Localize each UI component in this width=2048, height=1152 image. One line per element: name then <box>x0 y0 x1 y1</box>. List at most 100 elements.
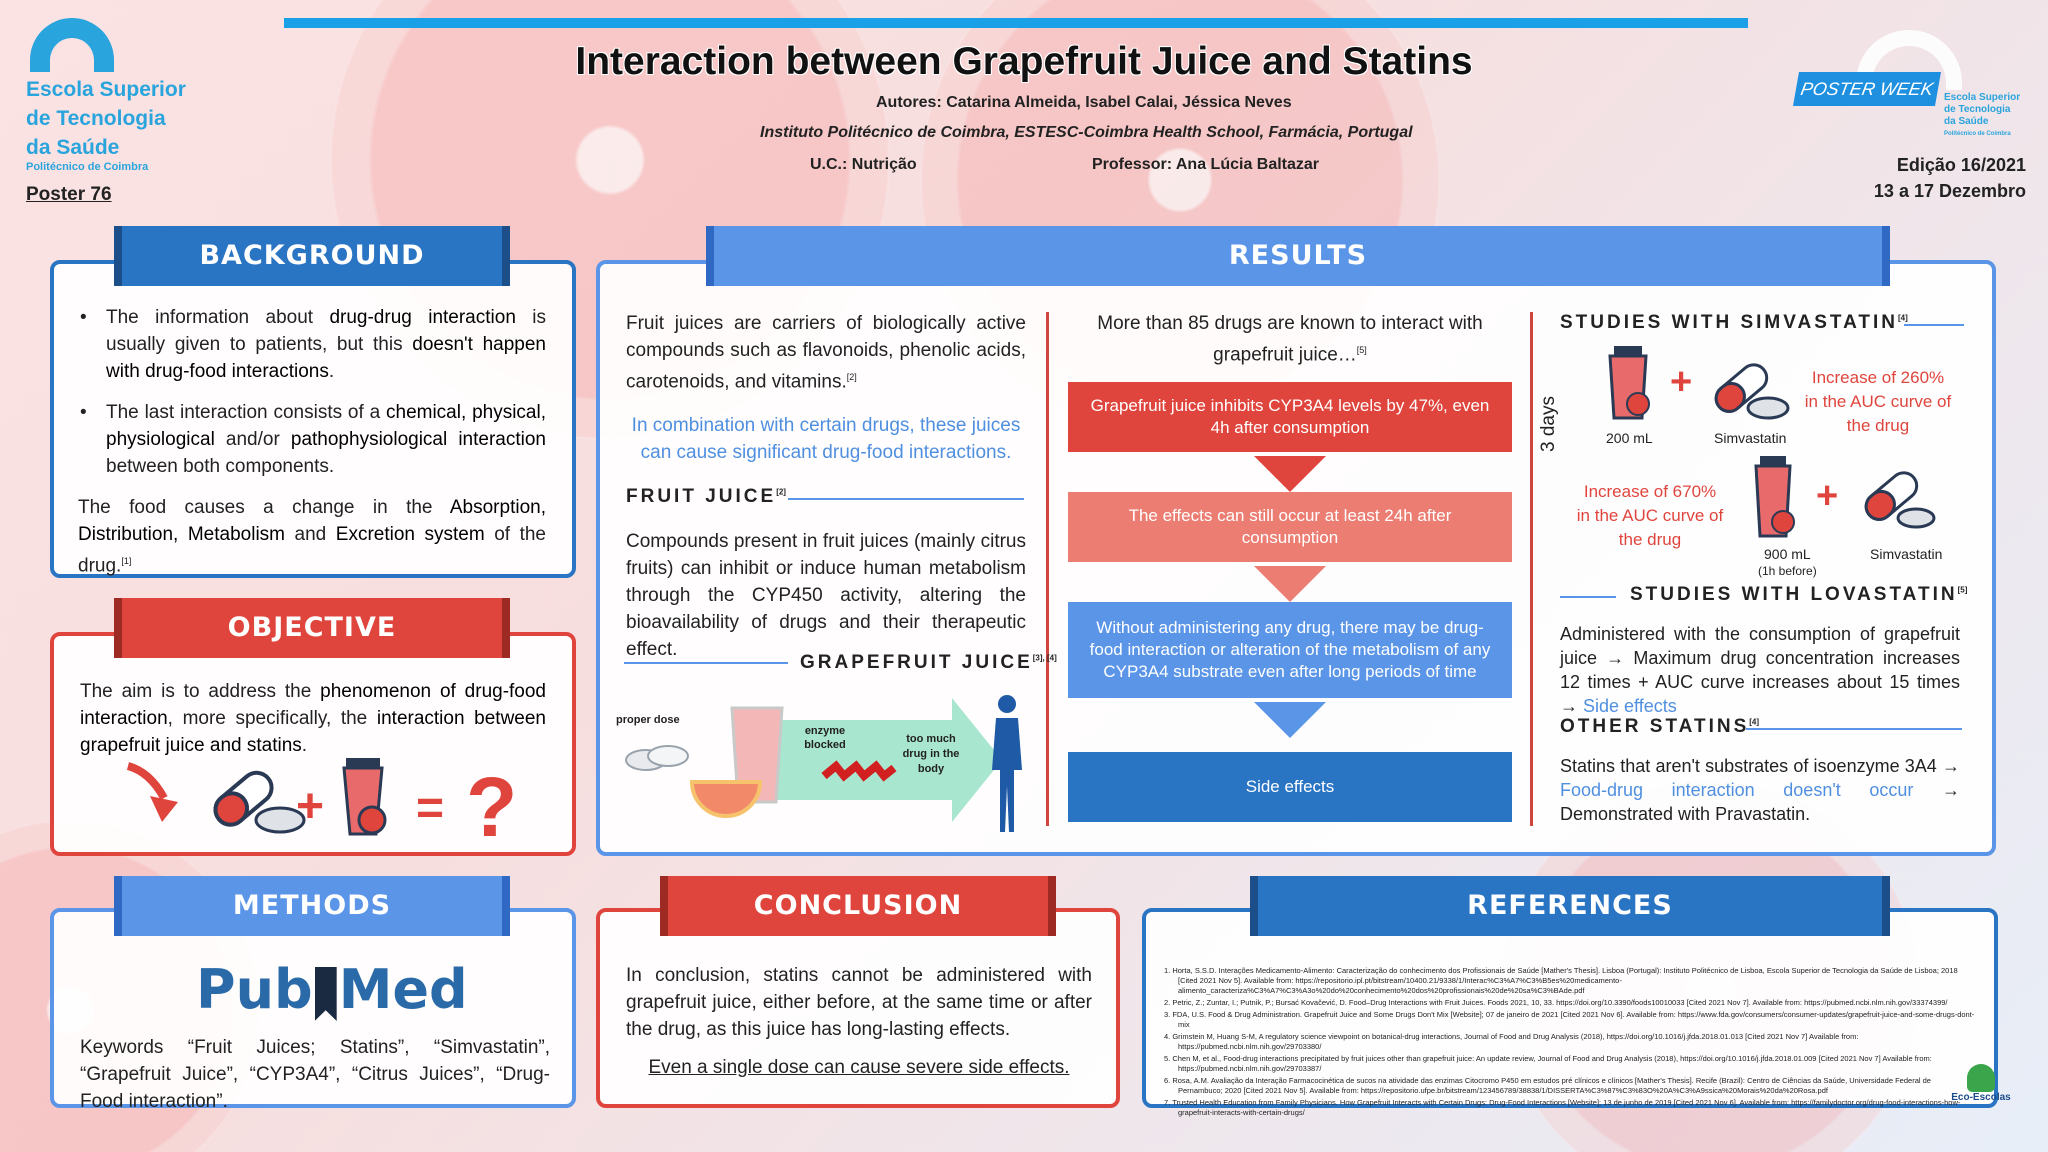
grapefruit-icon <box>689 780 763 818</box>
simvastatin-study-illustration: + <box>1608 346 1795 538</box>
pill-icon <box>1714 363 1769 413</box>
label-too-much-drug: too much drug in the body <box>902 733 960 775</box>
tablet-icon <box>1746 396 1790 420</box>
dose-900ml: 900 mL <box>1764 546 1811 562</box>
poster-number: Poster 76 <box>26 184 112 205</box>
reference-item: 5. Chen M, et al., Food-drug interaction… <box>1164 1054 1932 1073</box>
flow-arrow <box>1254 456 1326 492</box>
professor: Professor: Ana Lúcia Baltazar <box>1092 156 1320 173</box>
flow-step-4: Side effects <box>1068 752 1512 822</box>
column-divider <box>1530 312 1533 826</box>
reference-item: 6. Rosa, A.M. Avaliação da Interação Far… <box>1164 1076 1931 1095</box>
label-enzyme-blocked: enzyme blocked <box>804 725 846 751</box>
conclusion-text: In conclusion, statins cannot be adminis… <box>626 965 1092 1040</box>
background-paragraph: The food causes a change in the Absorpti… <box>78 497 546 577</box>
background-bullet: The last interaction consists of a chemi… <box>78 399 546 480</box>
authors: Autores: Catarina Almeida, Isabel Calai,… <box>876 94 1292 111</box>
plus-sign: + <box>1816 475 1838 517</box>
background-text: The information about drug-drug interact… <box>78 304 546 579</box>
flow-arrow <box>1254 702 1326 738</box>
references-panel <box>1142 908 1998 1108</box>
tablet-icon <box>254 806 306 834</box>
edition-dates: 13 a 17 Dezembro <box>1873 181 2026 201</box>
simvastatin-study-illustration-2: + <box>1816 471 1936 529</box>
reference-item: 1. Horta, S.S.D. Interações Medicamento-… <box>1164 966 1958 995</box>
fruit-juice-heading: FRUIT JUICE[2] <box>626 486 786 507</box>
juice-cup-icon <box>1754 456 1795 538</box>
section-line <box>1560 596 1616 598</box>
label-proper-dose: proper dose <box>616 714 680 726</box>
results-blue-note: In combination with certain drugs, these… <box>631 415 1021 463</box>
references-title: REFERENCES <box>1250 876 1890 936</box>
tree-icon <box>1967 1064 1995 1092</box>
pill-icon <box>1864 471 1919 521</box>
section-line <box>788 498 1024 500</box>
column-divider <box>1046 312 1049 826</box>
reference-item: 2. Petric, Z.; Zuntar, I.; Putnik, P.; B… <box>1164 998 1948 1007</box>
tablet-icon <box>1896 507 1936 529</box>
objective-panel <box>50 632 576 856</box>
dose-200ml: 200 mL <box>1606 430 1653 446</box>
dose-timing: (1h before) <box>1758 564 1817 578</box>
body-icon <box>998 695 1016 713</box>
increase-670: Increase of 670% in the AUC curve of the… <box>1576 482 1724 549</box>
lovastatin-text: Administered with the consumption of gra… <box>1560 624 1960 716</box>
institute: Instituto Politécnico de Coimbra, ESTESC… <box>760 124 1413 141</box>
simvastatin-label: Simvastatin <box>1714 430 1787 446</box>
methods-title: METHODS <box>114 876 510 936</box>
logo-line: de Tecnologia <box>26 107 166 130</box>
juice-cup-icon <box>1608 346 1650 420</box>
reference-item: 3. FDA, U.S. Food & Drug Administration.… <box>1164 1010 1975 1029</box>
results-title: RESULTS <box>706 226 1890 286</box>
glass-icon <box>730 706 784 804</box>
bookmark-icon <box>314 967 337 1021</box>
course-unit: U.C.: Nutrição <box>810 156 917 173</box>
other-statins-heading: OTHER STATINS[4] <box>1560 716 1760 737</box>
top-accent-bar <box>284 18 1748 28</box>
arch-icon <box>30 18 114 72</box>
simvastatin-heading: STUDIES WITH SIMVASTATIN[4] <box>1560 312 1908 333</box>
eco-escolas-logo: Eco-Escolas <box>1946 1064 2016 1103</box>
edition-info: Edição 16/2021 13 a 17 Dezembro <box>1874 152 2026 204</box>
background-bullet: The information about drug-drug interact… <box>78 304 546 385</box>
lovastatin-heading: STUDIES WITH LOVASTATIN[5] <box>1630 584 1968 605</box>
grapefruit-juice-heading: GRAPEFRUIT JUICE[3], [4] <box>800 652 1057 673</box>
juice-cup-icon <box>342 758 387 836</box>
objective-illustration: + = ? <box>126 758 517 842</box>
blocked-enzyme-icon <box>821 760 897 782</box>
poster-week-band: POSTER WEEK <box>1793 72 1941 106</box>
equals-sign: = <box>416 782 444 835</box>
three-days-label: 3 days <box>1538 396 1559 452</box>
references-list: 1. Horta, S.S.D. Interações Medicamento-… <box>1164 966 1976 1120</box>
plus-sign: + <box>1670 361 1692 403</box>
flow-arrow <box>1254 566 1326 602</box>
methods-keywords: Keywords “Fruit Juices; Statins”, “Simva… <box>80 1037 550 1112</box>
objective-title: OBJECTIVE <box>114 598 510 658</box>
flow-step-1: Grapefruit juice inhibits CYP3A4 levels … <box>1068 382 1512 452</box>
logo-subtitle: Politécnico de Coimbra <box>26 161 149 173</box>
flow-step-3: Without administering any drug, there ma… <box>1068 602 1512 698</box>
reference-item: 7. Trusted Health Education from Family … <box>1164 1098 1961 1117</box>
increase-260: Increase of 260% in the AUC curve of the… <box>1804 368 1952 435</box>
edition: Edição 16/2021 <box>1896 155 2026 175</box>
question-mark: ? <box>466 760 517 842</box>
pill-icon <box>213 770 274 827</box>
drugs-interact-intro: More than 85 drugs are known to interact… <box>1097 313 1483 366</box>
tablet-icon <box>647 745 689 767</box>
grapefruit-mechanism-illustration <box>625 695 1022 832</box>
results-intro: Fruit juices are carriers of biologicall… <box>626 313 1026 393</box>
poster-title: Interaction between Grapefruit Juice and… <box>575 40 1473 83</box>
flow-step-2: The effects can still occur at least 24h… <box>1068 492 1512 562</box>
fruit-juice-text: Compounds present in fruit juices (mainl… <box>626 531 1026 660</box>
logo-line: Escola Superior <box>26 78 186 101</box>
methods-panel <box>50 908 576 1108</box>
logo-line: da Saúde <box>26 136 120 159</box>
simvastatin-label: Simvastatin <box>1870 546 1943 562</box>
arrow-icon <box>126 762 168 800</box>
other-statins-text: Statins that aren't substrates of isoenz… <box>1560 756 1960 824</box>
section-line <box>624 662 788 664</box>
conclusion-title: CONCLUSION <box>660 876 1056 936</box>
